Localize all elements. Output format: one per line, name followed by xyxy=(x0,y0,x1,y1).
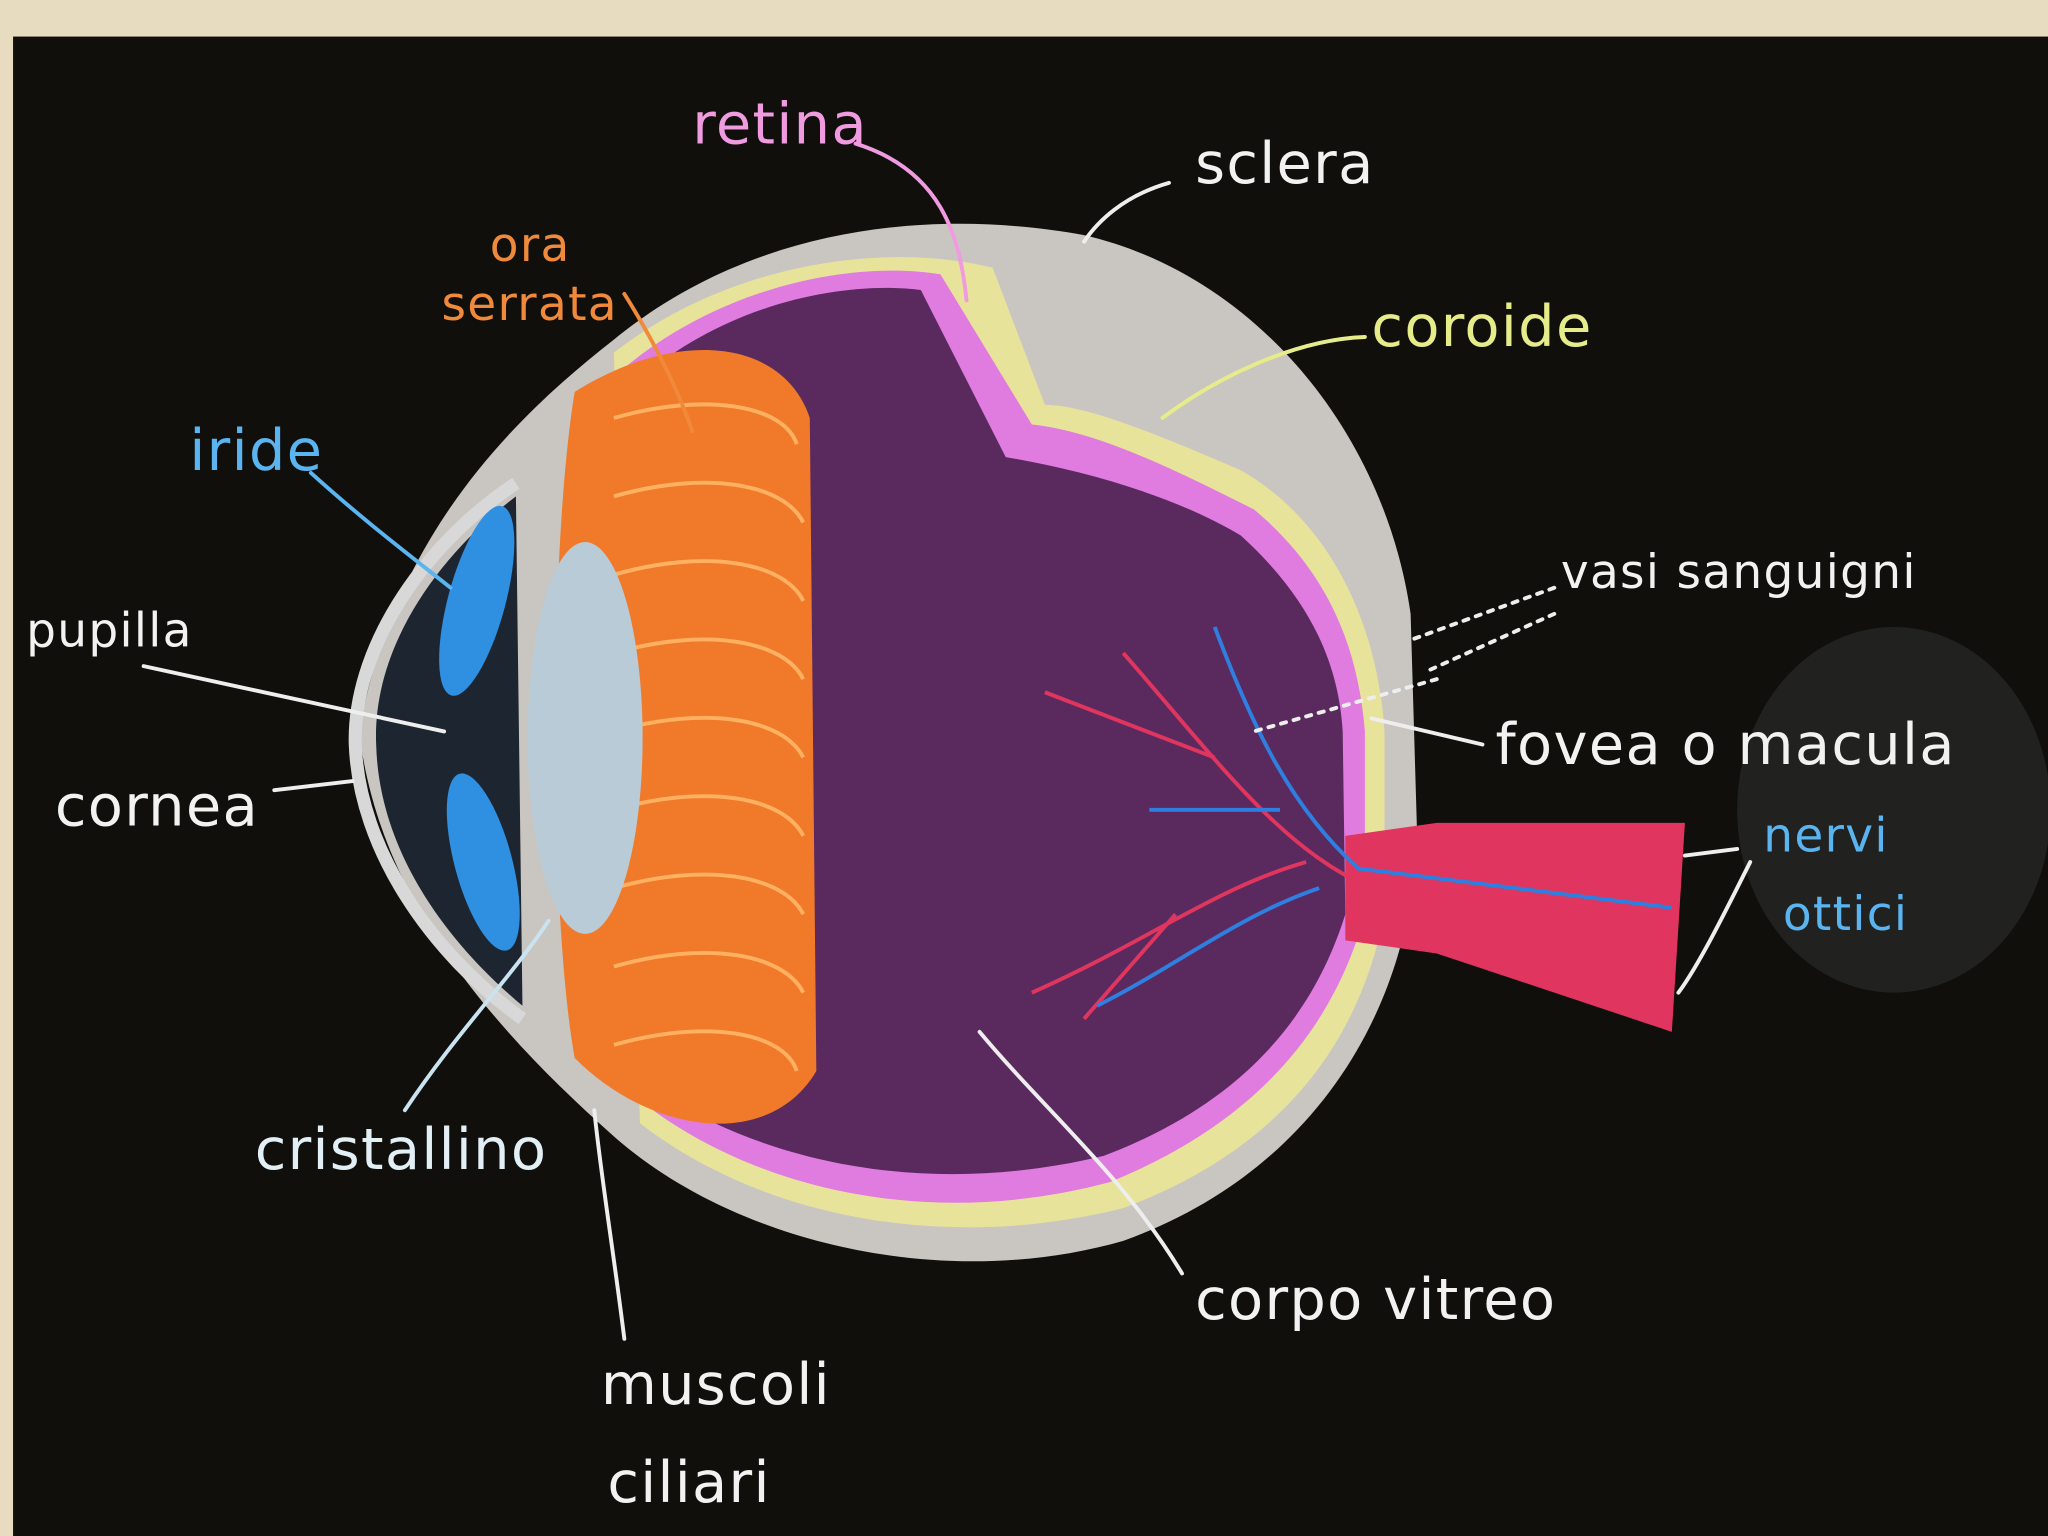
lens xyxy=(527,542,643,934)
blood-vessels xyxy=(1031,626,1673,1021)
eyeball xyxy=(348,223,1685,1262)
label-vasi-sanguigni: vasi sanguigni xyxy=(1561,545,1917,600)
label-sclera: sclera xyxy=(1195,130,1375,197)
label-fovea: fovea o macula xyxy=(1496,711,1956,778)
iris-upper xyxy=(439,505,515,696)
label-cristallino: cristallino xyxy=(255,1116,548,1183)
label-corpo-vitreo: corpo vitreo xyxy=(1195,1266,1556,1333)
label-ora-serrata-2: serrata xyxy=(441,277,617,332)
iris-lower xyxy=(446,773,520,951)
label-pupilla: pupilla xyxy=(26,604,193,659)
optic-nerve xyxy=(1345,822,1685,1032)
ciliary-zone xyxy=(555,350,817,1124)
label-cornea: cornea xyxy=(55,772,259,839)
erased-smudge xyxy=(1737,626,2048,993)
label-ciliari: ciliari xyxy=(607,1449,770,1516)
label-coroide: coroide xyxy=(1371,293,1592,360)
label-muscoli: muscoli xyxy=(601,1351,831,1418)
cornea xyxy=(348,477,527,1025)
label-nervi: nervi xyxy=(1763,809,1888,864)
label-retina: retina xyxy=(692,91,868,158)
label-ora-serrata-1: ora xyxy=(490,218,571,273)
leader-lines xyxy=(141,141,1753,1341)
label-iride: iride xyxy=(189,417,323,484)
vitreous-body xyxy=(640,287,1346,1175)
ciliary-folds xyxy=(613,402,806,1072)
label-ottici: ottici xyxy=(1783,887,1908,942)
